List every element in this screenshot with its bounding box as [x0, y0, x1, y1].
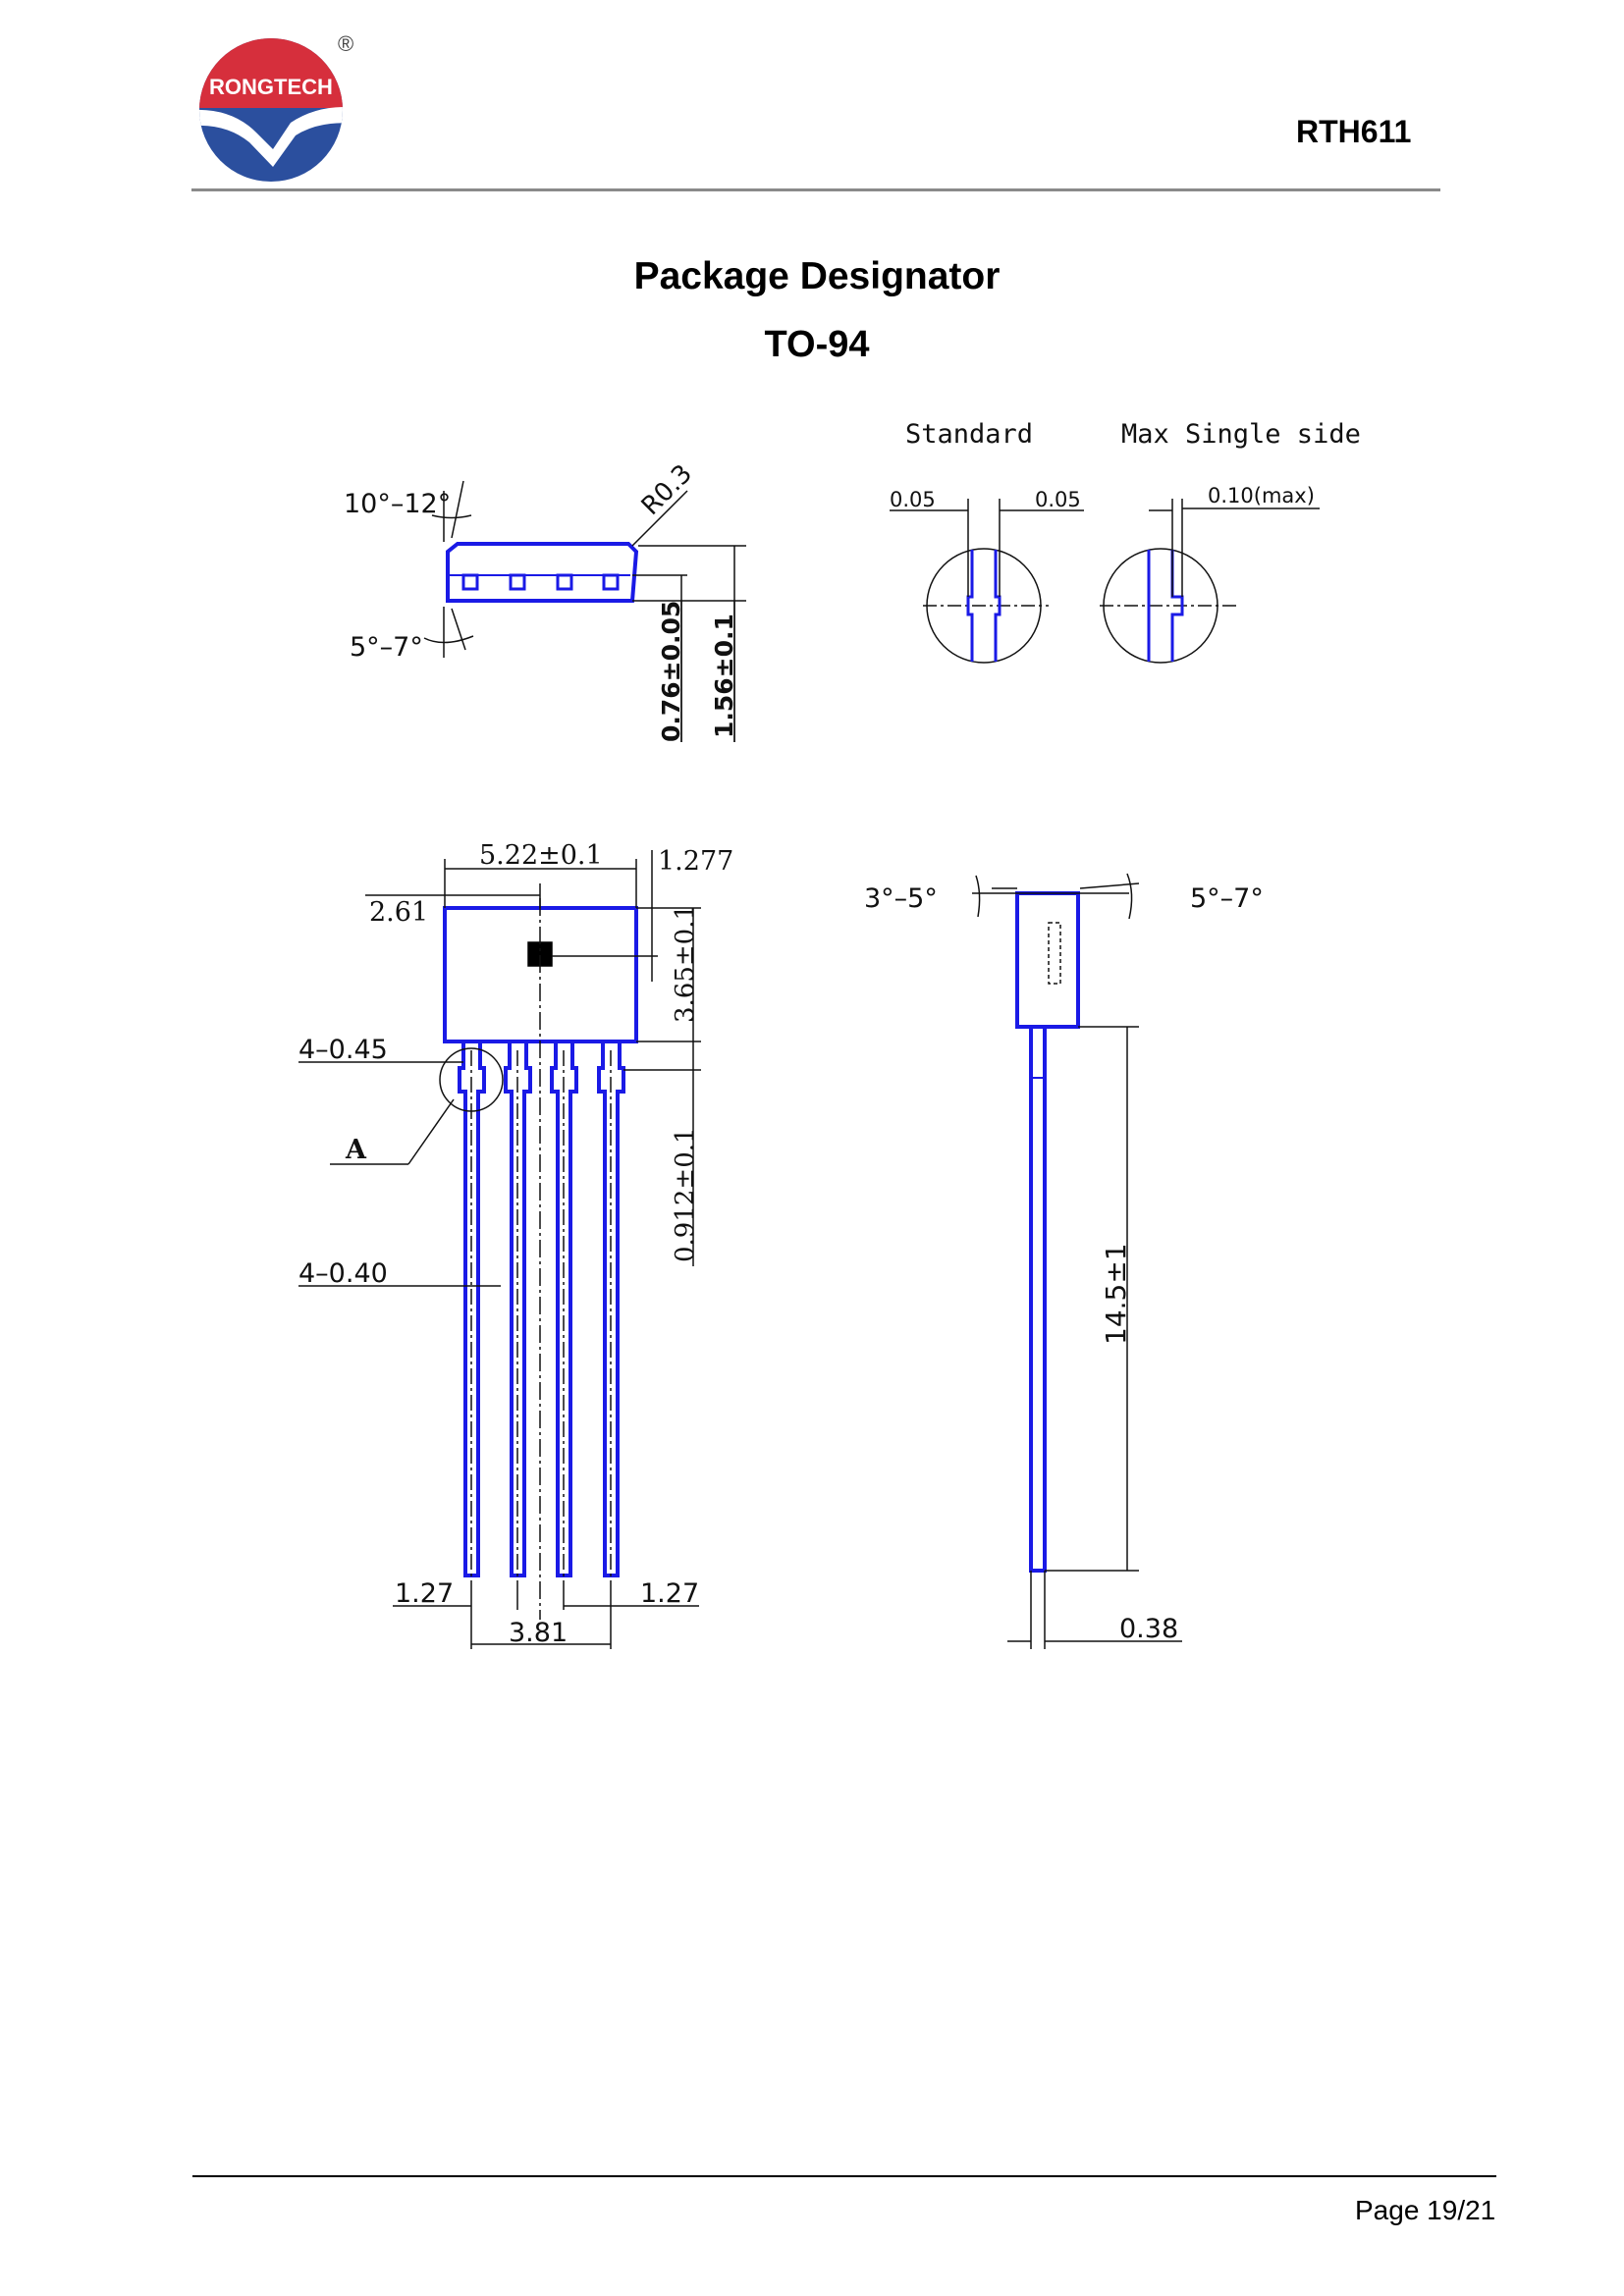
half-width-label: 2.61 [369, 897, 428, 928]
max-single-side-label: Max Single side [1121, 419, 1361, 450]
angle-left-label: 3°–5° [864, 883, 938, 914]
detail-a-label: A [345, 1135, 367, 1165]
rongtech-logo: RONGTECH ® [199, 31, 353, 182]
thickness-label: 1.56±0.1 [710, 614, 738, 738]
top-view [423, 480, 746, 742]
sensor-offset-label: 0.76±0.05 [657, 601, 685, 742]
sensor-marker-3 [556, 573, 573, 591]
part-number: RTH611 [1296, 114, 1412, 149]
registered-mark: ® [338, 31, 353, 56]
angle-bottom-label: 5°–7° [350, 632, 423, 663]
header-divider [191, 188, 1440, 191]
side-view [972, 873, 1182, 1649]
pitch-right-label: 1.27 [640, 1578, 699, 1609]
sensor-marker-4 [602, 573, 620, 591]
pitch-left-label: 1.27 [395, 1578, 454, 1609]
body-width-label: 5.22±0.1 [479, 840, 603, 871]
top-view-body [446, 542, 639, 603]
angle-top-label: 10°–12° [344, 489, 451, 519]
sensor-marker-1 [461, 573, 479, 591]
angle-right-label: 5°–7° [1190, 883, 1264, 914]
lead-thickness-label: 0.38 [1119, 1614, 1178, 1644]
standard-right-tolerance: 0.05 [1035, 488, 1081, 511]
lead-detail [890, 499, 1320, 664]
body-height-label: 3.65±0.1 [671, 904, 700, 1023]
leads [458, 1042, 625, 1577]
package-name: TO-94 [764, 324, 870, 365]
page-title: Package Designator [633, 255, 1001, 297]
lead-length-label: 14.5±1 [1100, 1243, 1132, 1345]
lead-width-top-label: 4–0.45 [298, 1035, 388, 1065]
lead-width-label: 4–0.40 [298, 1258, 388, 1289]
standard-label: Standard [905, 419, 1033, 450]
logo-text: RONGTECH [209, 75, 333, 99]
footer-divider [192, 2175, 1496, 2177]
pitch-top-label: 1.277 [658, 846, 733, 877]
side-view-body [1015, 891, 1080, 1029]
standard-left-tolerance: 0.05 [890, 488, 936, 511]
sensor-marker-2 [509, 573, 526, 591]
max-tolerance: 0.10(max) [1208, 484, 1315, 507]
page-number: Page 19/21 [1355, 2195, 1496, 2225]
lead-span-label: 3.81 [509, 1618, 568, 1648]
front-view [298, 850, 701, 1649]
shoulder-label: 0.912±0.1 [671, 1127, 700, 1262]
